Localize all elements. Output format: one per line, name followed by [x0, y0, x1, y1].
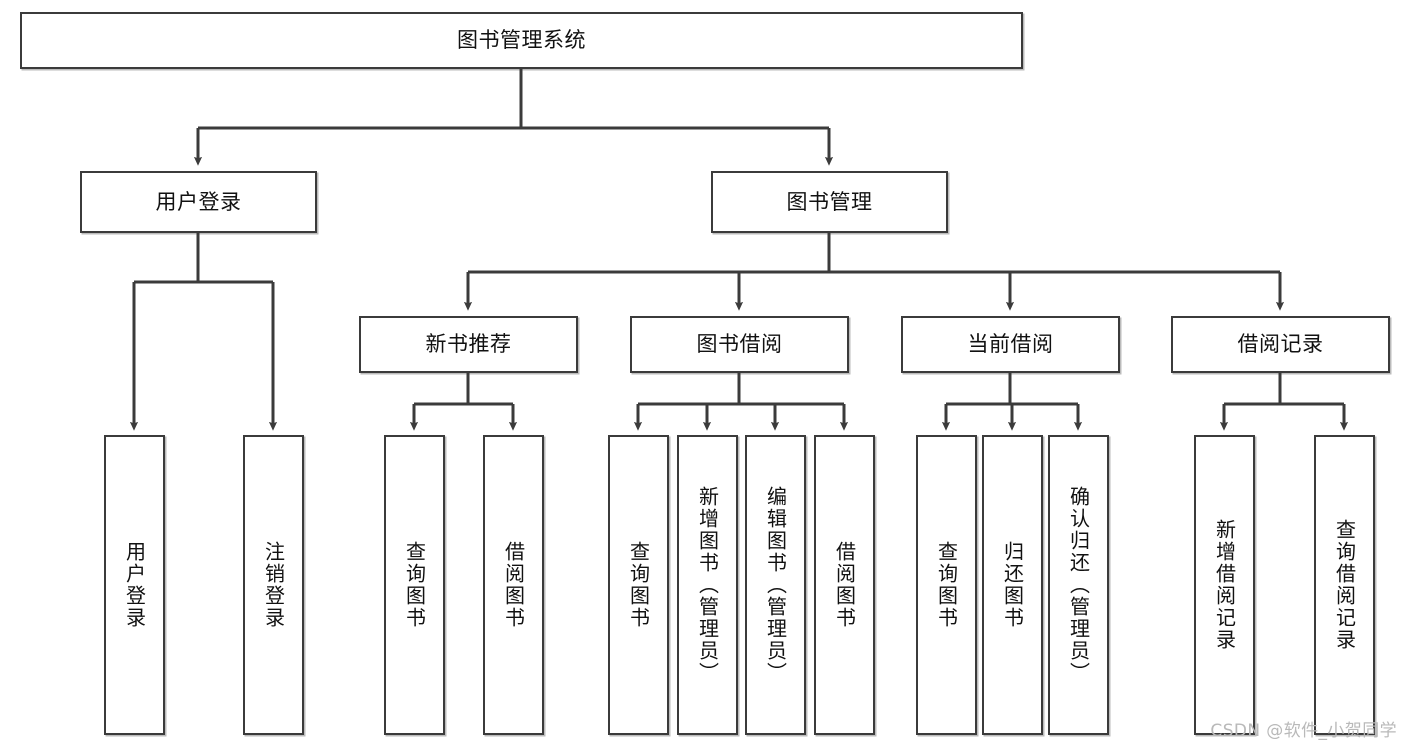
node-book-borrow-label: 图书借阅: [696, 332, 783, 357]
node-leaf-query-book-1[interactable]: 查询图书: [384, 435, 445, 735]
node-user-login[interactable]: 用户登录: [80, 171, 317, 233]
node-leaf-logout-login-label: 注销登录: [261, 541, 286, 629]
node-leaf-borrow-book-1-label: 借阅图书: [501, 541, 526, 629]
node-leaf-edit-book[interactable]: 编辑图书（管理员）: [745, 435, 806, 735]
node-root-system-label: 图书管理系统: [457, 28, 586, 53]
node-leaf-borrow-book-2[interactable]: 借阅图书: [814, 435, 875, 735]
node-book-manage-label: 图书管理: [786, 189, 873, 214]
node-current-borrow-label: 当前借阅: [967, 332, 1054, 357]
node-borrow-record-label: 借阅记录: [1237, 332, 1324, 357]
watermark-text: CSDN @软件_小贺同学: [1210, 721, 1397, 741]
node-leaf-add-book[interactable]: 新增图书（管理员）: [677, 435, 738, 735]
node-leaf-confirm-return[interactable]: 确认归还（管理员）: [1048, 435, 1109, 735]
node-leaf-confirm-return-label: 确认归还（管理员）: [1066, 486, 1091, 684]
node-leaf-return-book-label: 归还图书: [1000, 541, 1025, 629]
node-leaf-borrow-book-1[interactable]: 借阅图书: [483, 435, 544, 735]
node-leaf-add-book-label: 新增图书（管理员）: [695, 486, 720, 684]
node-leaf-user-login[interactable]: 用户登录: [104, 435, 165, 735]
node-leaf-query-record[interactable]: 查询借阅记录: [1314, 435, 1375, 735]
node-leaf-query-record-label: 查询借阅记录: [1332, 519, 1357, 651]
node-leaf-add-record-label: 新增借阅记录: [1212, 519, 1237, 651]
node-new-book-recommend[interactable]: 新书推荐: [359, 316, 578, 373]
node-leaf-add-record[interactable]: 新增借阅记录: [1194, 435, 1255, 735]
node-new-book-recommend-label: 新书推荐: [425, 332, 512, 357]
node-borrow-record[interactable]: 借阅记录: [1171, 316, 1390, 373]
node-book-borrow[interactable]: 图书借阅: [630, 316, 849, 373]
node-leaf-borrow-book-2-label: 借阅图书: [832, 541, 857, 629]
node-leaf-query-book-3-label: 查询图书: [934, 541, 959, 629]
node-user-login-label: 用户登录: [155, 189, 242, 214]
node-leaf-query-book-2-label: 查询图书: [626, 541, 651, 629]
node-leaf-edit-book-label: 编辑图书（管理员）: [763, 486, 788, 684]
node-leaf-logout-login[interactable]: 注销登录: [243, 435, 304, 735]
node-current-borrow[interactable]: 当前借阅: [901, 316, 1120, 373]
node-book-manage[interactable]: 图书管理: [711, 171, 948, 233]
node-leaf-query-book-2[interactable]: 查询图书: [608, 435, 669, 735]
node-leaf-return-book[interactable]: 归还图书: [982, 435, 1043, 735]
node-leaf-user-login-label: 用户登录: [122, 541, 147, 629]
node-root-system[interactable]: 图书管理系统: [20, 12, 1023, 69]
node-leaf-query-book-1-label: 查询图书: [402, 541, 427, 629]
node-leaf-query-book-3[interactable]: 查询图书: [916, 435, 977, 735]
